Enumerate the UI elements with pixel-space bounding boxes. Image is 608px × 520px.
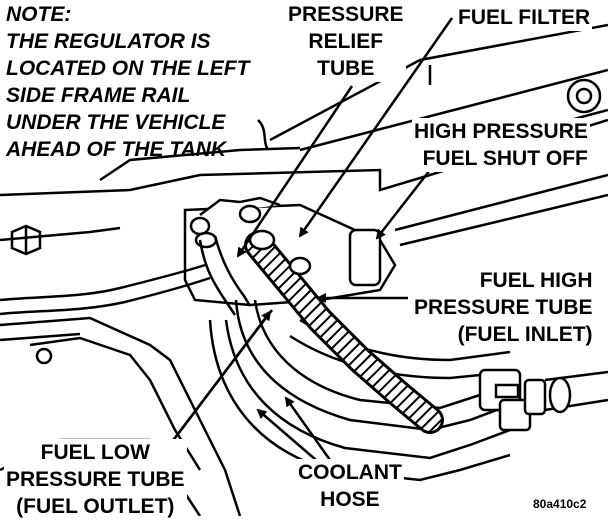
note-line-3: LOCATED ON THE LEFT	[6, 57, 250, 80]
pressure-relief-tube-label: PRESSURE RELIEF TUBE	[286, 1, 406, 82]
note-line-6: AHEAD OF THE TANK	[6, 138, 227, 161]
fuel-filter-label: FUEL FILTER	[456, 4, 593, 31]
label-line: FUEL HIGH	[479, 269, 593, 292]
regulator-note: NOTE: THE REGULATOR IS LOCATED ON THE LE…	[4, 1, 251, 163]
label-line: COOLANT	[298, 461, 402, 484]
high-pressure-shutoff-label: HIGH PRESSURE FUEL SHUT OFF	[412, 118, 590, 172]
figure-id: 80a410c2	[533, 497, 587, 511]
fuel-low-pressure-tube-label: FUEL LOW PRESSURE TUBE (FUEL OUTLET)	[4, 439, 187, 520]
low-pressure-tube	[0, 231, 252, 316]
label-line: PRESSURE TUBE	[414, 296, 593, 319]
label-line: (FUEL OUTLET)	[16, 495, 175, 518]
note-line-4: SIDE FRAME RAIL	[6, 84, 191, 107]
fuel-high-pressure-tube-label: FUEL HIGH PRESSURE TUBE (FUEL INLET)	[412, 267, 595, 348]
note-line-5: UNDER THE VEHICLE	[6, 111, 226, 134]
leader-lines	[167, 17, 454, 461]
note-line-1: NOTE:	[6, 3, 72, 26]
label-line: FUEL FILTER	[458, 6, 591, 29]
hose-clamp	[478, 368, 608, 432]
label-line: FUEL LOW	[40, 441, 150, 464]
regulator-body	[183, 196, 397, 307]
note-line-2: THE REGULATOR IS	[6, 30, 211, 53]
label-line: FUEL SHUT OFF	[422, 147, 588, 170]
coolant-hose-label: COOLANT HOSE	[296, 459, 404, 513]
label-line: TUBE	[317, 57, 375, 80]
label-line: RELIEF	[308, 30, 384, 53]
hex-bolt	[10, 224, 42, 256]
label-line: HOSE	[320, 488, 380, 511]
label-line: PRESSURE TUBE	[6, 468, 185, 491]
high-pressure-tube	[244, 229, 444, 434]
frame-bolt	[566, 78, 602, 114]
label-line: (FUEL INLET)	[457, 323, 593, 346]
label-line: HIGH PRESSURE	[414, 120, 588, 143]
label-line: PRESSURE	[288, 3, 404, 26]
